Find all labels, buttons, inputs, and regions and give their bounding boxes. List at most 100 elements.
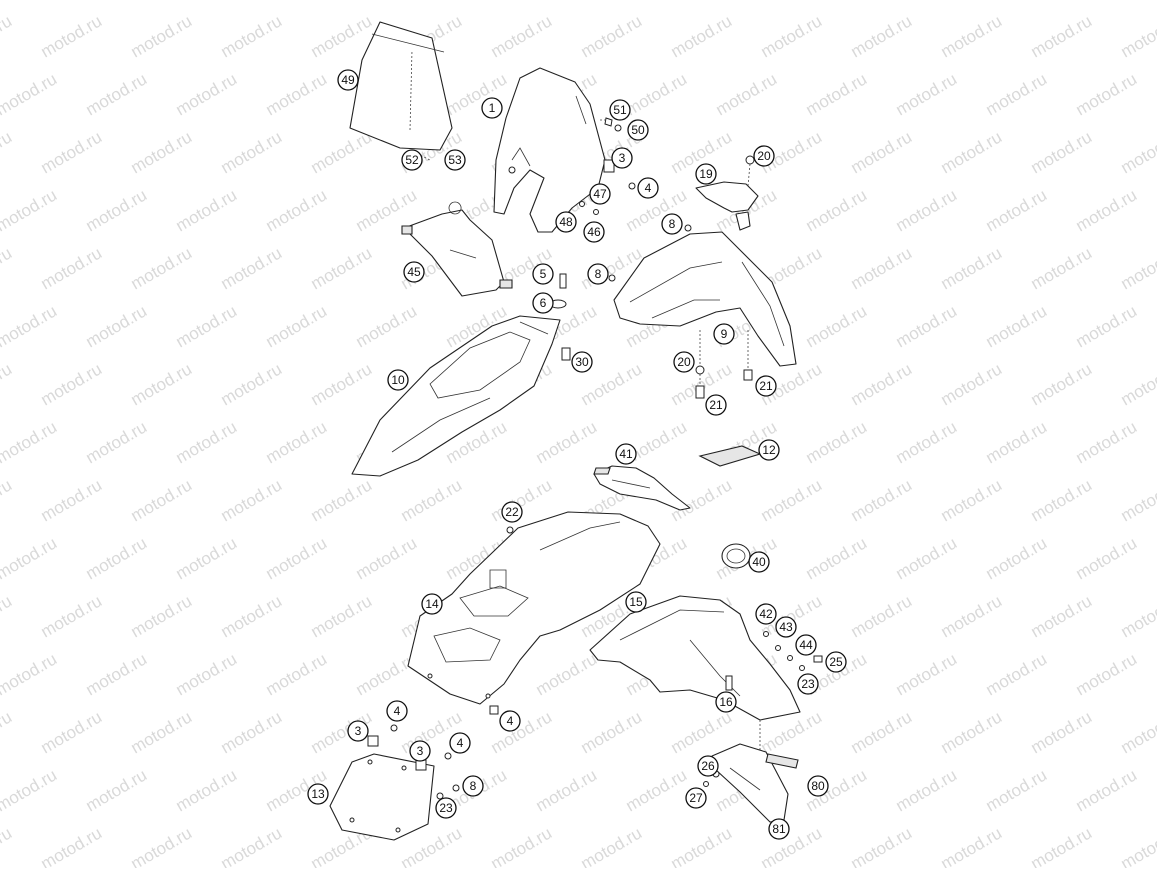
callout-number: 21 <box>759 379 773 393</box>
callout-number: 12 <box>762 443 776 457</box>
watermark-text: motod.ru <box>263 69 331 119</box>
watermark-text: motod.ru <box>488 475 556 525</box>
part-license-holder <box>704 744 799 822</box>
watermark-text: motod.ru <box>848 475 916 525</box>
watermark-text: motod.ru <box>623 69 691 119</box>
watermark-text: motod.ru <box>893 649 961 699</box>
watermark-text: motod.ru <box>0 301 60 351</box>
watermark-text: motod.ru <box>173 765 241 815</box>
callout-22: 22 <box>502 502 522 522</box>
watermark-text: motod.ru <box>38 707 106 757</box>
watermark-text: motod.ru <box>173 533 241 583</box>
callout-number: 14 <box>425 597 439 611</box>
watermark-text: motod.ru <box>938 823 1006 868</box>
callout-number: 30 <box>575 355 589 369</box>
watermark-text: motod.ru <box>83 69 151 119</box>
callout-4: 4 <box>638 178 658 198</box>
callout-81: 81 <box>769 819 789 839</box>
callout-8: 8 <box>463 776 483 796</box>
callout-53: 53 <box>445 150 465 170</box>
watermark-text: motod.ru <box>218 243 286 293</box>
callout-10: 10 <box>388 370 408 390</box>
watermark-text: motod.ru <box>83 417 151 467</box>
watermark-text: motod.ru <box>533 0 601 3</box>
watermark-text: motod.ru <box>668 11 736 61</box>
callout-27: 27 <box>686 788 706 808</box>
callout-number: 26 <box>701 759 715 773</box>
watermark-text: motod.ru <box>83 301 151 351</box>
watermark-text: motod.ru <box>803 185 871 235</box>
callout-number: 42 <box>759 607 773 621</box>
small-screw <box>507 527 513 533</box>
watermark-text: motod.ru <box>173 301 241 351</box>
watermark-text: motod.ru <box>893 301 961 351</box>
watermark-text: motod.ru <box>848 127 916 177</box>
watermark-text: motod.ru <box>578 707 646 757</box>
watermark-text: motod.ru <box>938 707 1006 757</box>
watermark-text: motod.ru <box>0 359 15 409</box>
watermark-text: motod.ru <box>623 0 691 3</box>
callout-47: 47 <box>590 184 610 204</box>
callout-number: 20 <box>677 355 691 369</box>
watermark-text: motod.ru <box>0 649 60 699</box>
watermark-text: motod.ru <box>218 11 286 61</box>
watermark-text: motod.ru <box>1028 11 1096 61</box>
callout-number: 1 <box>489 101 496 115</box>
watermark-text: motod.ru <box>578 823 646 868</box>
watermark-text: motod.ru <box>443 0 511 3</box>
watermark-text: motod.ru <box>848 243 916 293</box>
watermark-text: motod.ru <box>398 475 466 525</box>
watermark-text: motod.ru <box>758 823 826 868</box>
callout-number: 22 <box>505 505 519 519</box>
watermark-text: motod.ru <box>1118 475 1157 525</box>
watermark-text: motod.ru <box>308 591 376 641</box>
watermark-text: motod.ru <box>83 649 151 699</box>
callout-45: 45 <box>404 262 424 282</box>
callout-20: 20 <box>754 146 774 166</box>
watermark-text: motod.ru <box>1028 475 1096 525</box>
callout-40: 40 <box>749 552 769 572</box>
watermark-text: motod.ru <box>1118 243 1157 293</box>
watermark-text: motod.ru <box>218 591 286 641</box>
watermark-text: motod.ru <box>1118 591 1157 641</box>
watermark-text: motod.ru <box>488 11 556 61</box>
callout-number: 52 <box>405 153 419 167</box>
watermark-text: motod.ru <box>173 649 241 699</box>
watermark-text: motod.ru <box>128 707 196 757</box>
watermark-text: motod.ru <box>1073 301 1141 351</box>
watermark-text: motod.ru <box>1028 127 1096 177</box>
watermark-text: motod.ru <box>128 11 196 61</box>
watermark-text: motod.ru <box>803 69 871 119</box>
callout-number: 5 <box>540 267 547 281</box>
callout-43: 43 <box>776 617 796 637</box>
watermark-text: motod.ru <box>83 533 151 583</box>
callout-number: 44 <box>799 638 813 652</box>
callout-number: 4 <box>507 714 514 728</box>
watermark-text: motod.ru <box>128 243 196 293</box>
callout-number: 51 <box>613 103 627 117</box>
watermark-text: motod.ru <box>578 11 646 61</box>
callout-1: 1 <box>482 98 502 118</box>
callout-number: 46 <box>587 225 601 239</box>
callout-number: 3 <box>355 724 362 738</box>
watermark-text: motod.ru <box>353 301 421 351</box>
watermark-text: motod.ru <box>0 127 15 177</box>
callout-number: 4 <box>394 704 401 718</box>
callout-number: 9 <box>721 327 728 341</box>
callout-number: 20 <box>757 149 771 163</box>
watermark-text: motod.ru <box>308 243 376 293</box>
watermark-text: motod.ru <box>848 823 916 868</box>
watermark-text: motod.ru <box>0 765 60 815</box>
watermark-text: motod.ru <box>173 417 241 467</box>
watermark-text: motod.ru <box>0 243 15 293</box>
watermark-text: motod.ru <box>848 591 916 641</box>
watermark-text: motod.ru <box>803 533 871 583</box>
callout-46: 46 <box>584 222 604 242</box>
callout-number: 81 <box>772 822 786 836</box>
callout-number: 27 <box>689 791 703 805</box>
callout-number: 49 <box>341 73 355 87</box>
watermark-text: motod.ru <box>1028 823 1096 868</box>
watermark-text: motod.ru <box>128 823 196 868</box>
callout-41: 41 <box>616 444 636 464</box>
